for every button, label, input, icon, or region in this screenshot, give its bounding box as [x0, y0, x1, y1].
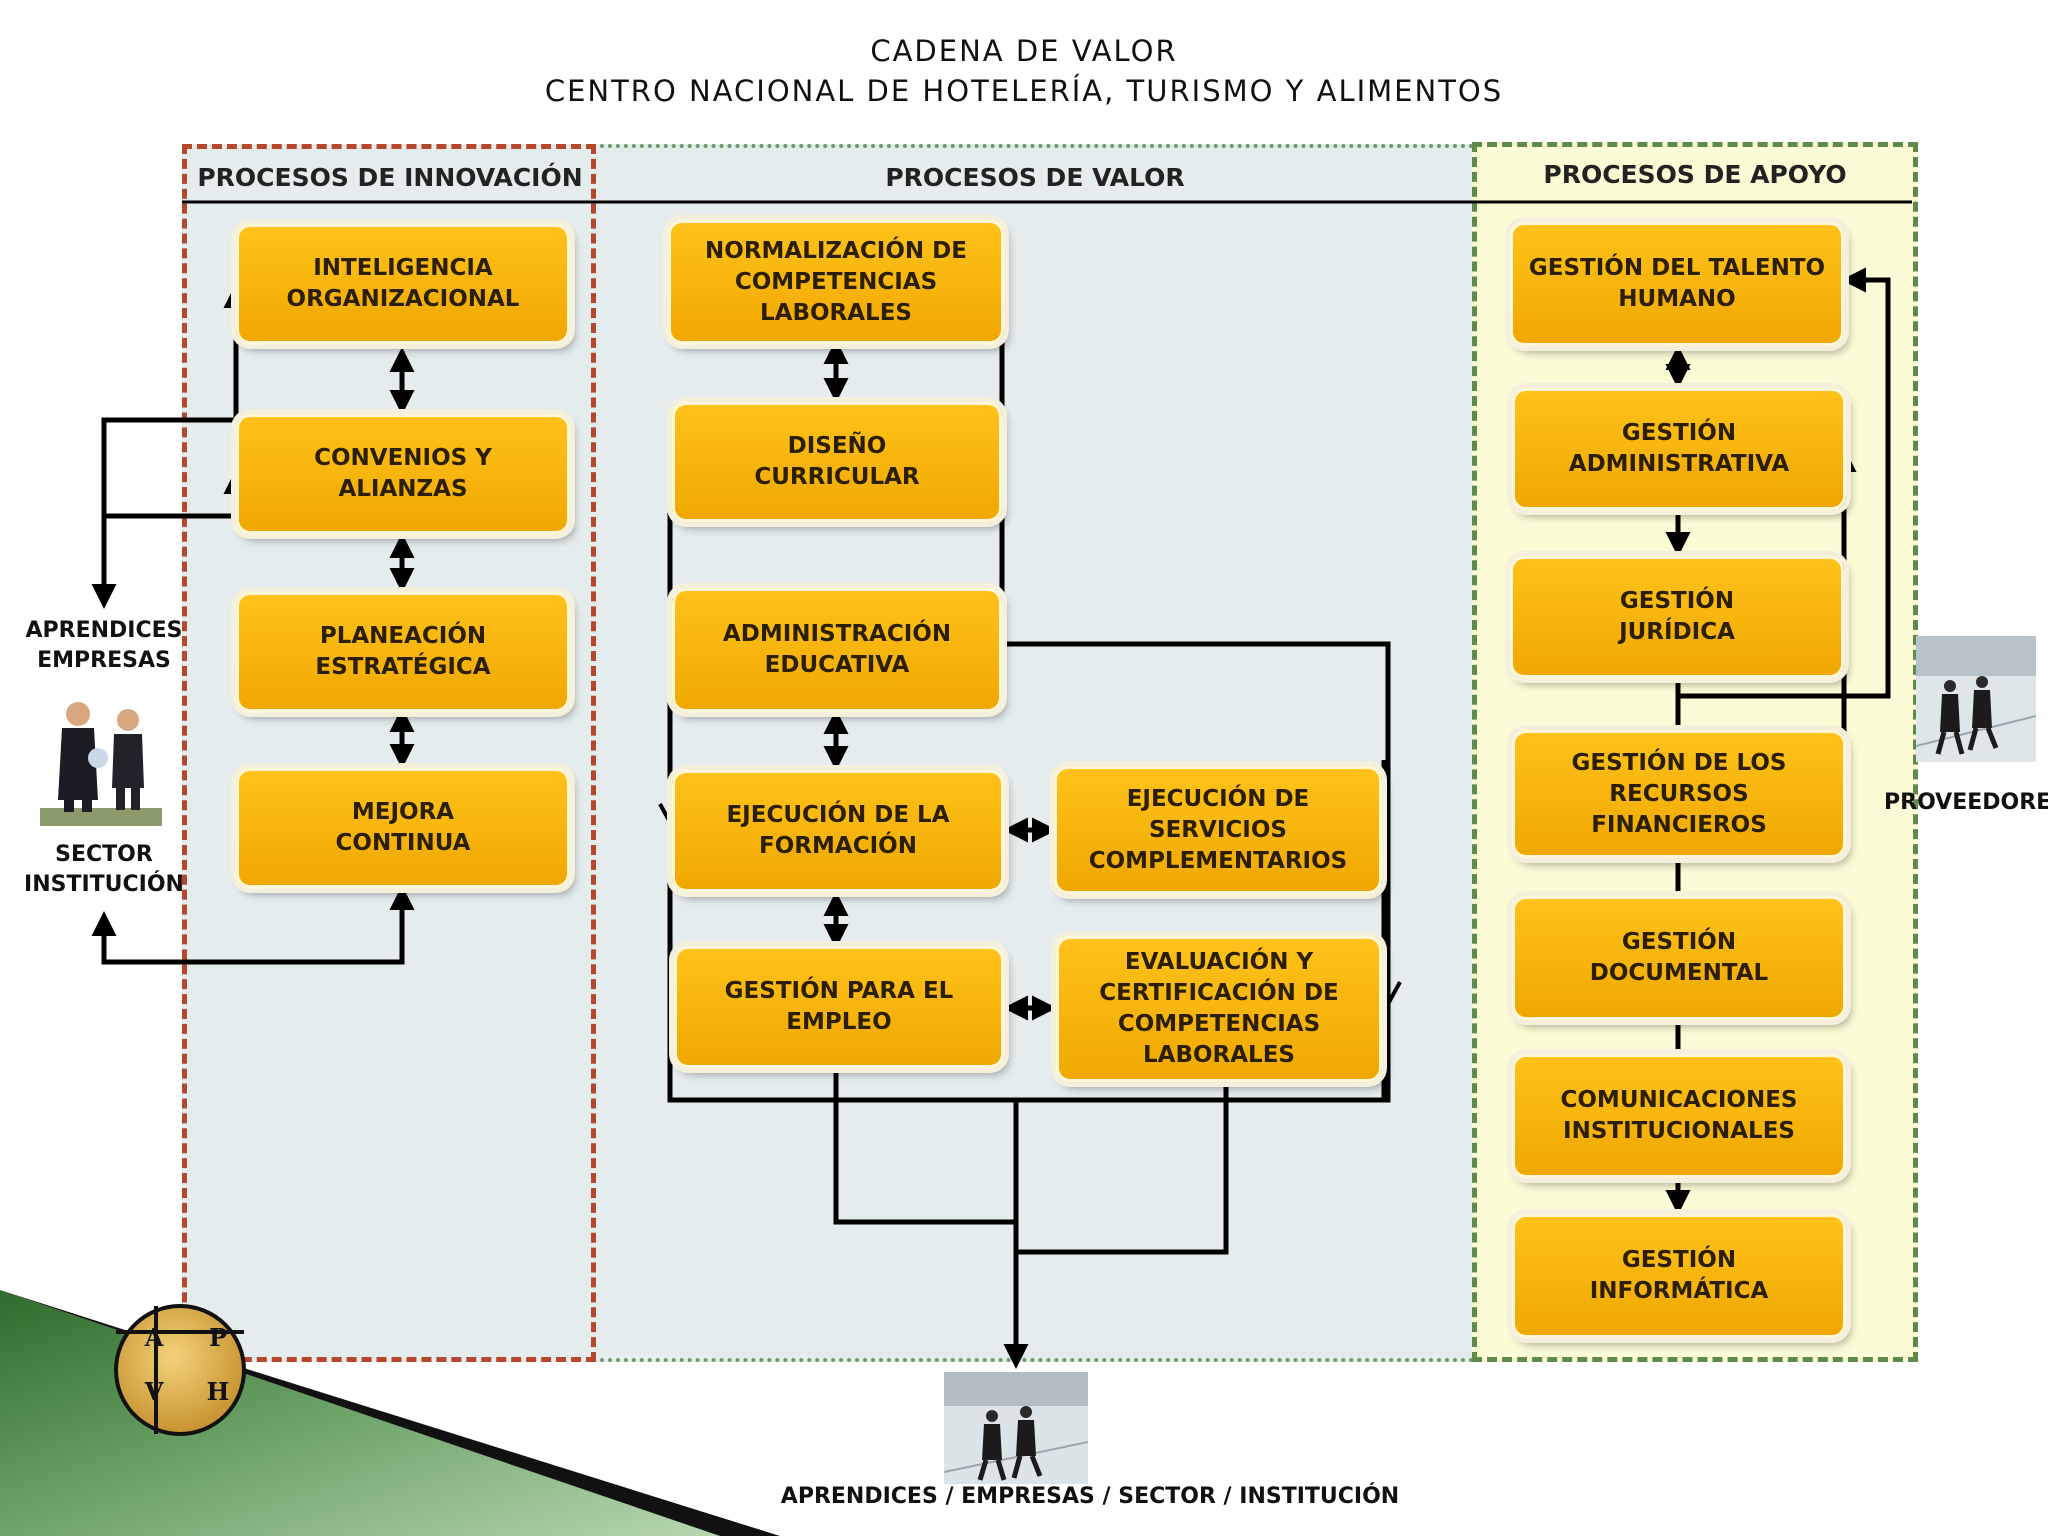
diagram-title: CADENA DE VALOR — [870, 34, 1178, 68]
support-header: PROCESOS DE APOYO — [1543, 160, 1847, 189]
box-gestion-talento-humano: GESTIÓN DEL TALENTO HUMANO — [1510, 222, 1844, 346]
box-convenios-alianzas: CONVENIOS Y ALIANZAS — [236, 414, 570, 534]
label-aprendices-empresas-sector-institucion: APRENDICES / EMPRESAS / SECTOR / INSTITU… — [780, 1484, 1400, 1509]
box-gestion-documental: GESTIÓN DOCUMENTAL — [1512, 896, 1846, 1020]
box-evaluacion-certificacion: EVALUACIÓN Y CERTIFICACIÓN DE COMPETENCI… — [1056, 936, 1382, 1082]
box-gestion-empleo: GESTIÓN PARA EL EMPLEO — [674, 946, 1004, 1068]
box-normalizacion-competencias: NORMALIZACIÓN DE COMPETENCIAS LABORALES — [668, 220, 1004, 344]
apvh-logo: A P V H — [114, 1304, 246, 1436]
box-gestion-recursos-financieros: GESTIÓN DE LOS RECURSOS FINANCIEROS — [1512, 730, 1846, 858]
box-administracion-educativa: ADMINISTRACIÓN EDUCATIVA — [672, 588, 1002, 712]
label-aprendices-empresas: APRENDICES EMPRESAS — [25, 618, 183, 673]
box-gestion-informatica: GESTIÓN INFORMÁTICA — [1512, 1214, 1846, 1338]
box-mejora-continua: MEJORA CONTINUA — [236, 768, 570, 888]
box-ejecucion-servicios: EJECUCIÓN DE SERVICIOS COMPLEMENTARIOS — [1054, 766, 1382, 894]
logo-letter-h: H — [207, 1377, 230, 1406]
diagram-subtitle: CENTRO NACIONAL DE HOTELERÍA, TURISMO Y … — [544, 74, 1504, 108]
walking-people-bottom-photo — [944, 1372, 1088, 1484]
box-ejecucion-formacion: EJECUCIÓN DE LA FORMACIÓN — [672, 770, 1004, 892]
label-proveedores: PROVEEDORES — [1884, 790, 2048, 815]
box-diseno-curricular: DISEÑO CURRICULAR — [672, 402, 1002, 522]
box-gestion-juridica: GESTIÓN JURÍDICA — [1510, 556, 1844, 678]
box-inteligencia-organizacional: INTELIGENCIA ORGANIZACIONAL — [236, 224, 570, 344]
logo-letter-p: P — [209, 1323, 227, 1352]
box-comunicaciones-institucionales: COMUNICACIONES INSTITUCIONALES — [1512, 1054, 1846, 1178]
logo-letter-a: A — [144, 1323, 164, 1352]
label-sector-institucion: SECTOR INSTITUCIÓN — [24, 842, 184, 897]
businesspeople-photo — [40, 702, 162, 826]
innovation-header: PROCESOS DE INNOVACIÓN — [197, 163, 583, 192]
box-gestion-administrativa: GESTIÓN ADMINISTRATIVA — [1512, 388, 1846, 510]
box-planeacion-estrategica: PLANEACIÓN ESTRATÉGICA — [236, 592, 570, 712]
value-panel — [592, 144, 1474, 1362]
logo-letter-v: V — [144, 1377, 164, 1406]
value-header: PROCESOS DE VALOR — [885, 163, 1185, 192]
walking-people-photo — [1916, 636, 2036, 762]
innovation-panel — [182, 144, 596, 1362]
